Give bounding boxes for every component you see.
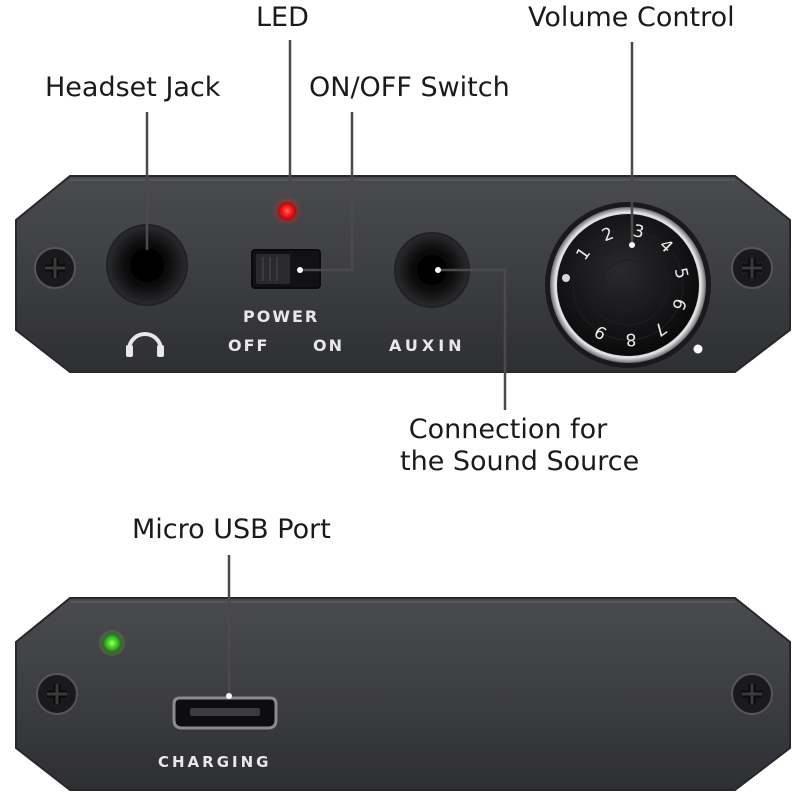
leader-lines [145,40,635,699]
screw-icon [731,247,773,289]
power-switch[interactable] [251,249,321,289]
power-led [278,202,296,220]
knob-number: 5 [670,266,692,281]
micro-usb-label: Micro USB Port [132,514,331,545]
aux-in-silk-label: AUXIN [389,336,466,355]
headphone-icon [126,332,164,357]
on-silk-label: ON [313,336,344,355]
back-panel [15,597,791,791]
headset-jack-label: Headset Jack [45,72,221,103]
charging-silk-label: CHARGING [158,753,272,771]
charging-led [104,635,120,651]
micro-usb-port[interactable] [172,696,278,730]
led-label: LED [256,2,309,33]
aux-in-jack[interactable] [394,232,470,308]
volume-control-label: Volume Control [528,2,735,33]
power-silk-label: POWER [243,307,320,326]
indicator-dot [693,344,703,354]
connection-label-line2: the Sound Source [400,446,640,478]
screw-icon [34,247,76,289]
screw-icon [731,673,773,715]
knob-number: 8 [625,329,637,350]
knob-number: 3 [631,221,646,243]
onoff-switch-label: ON/OFF Switch [309,72,510,103]
screw-icon [36,673,78,715]
connection-label: Connection for the Sound Source [400,414,640,479]
connection-label-line1: Connection for [408,414,608,445]
off-silk-label: OFF [228,336,270,355]
